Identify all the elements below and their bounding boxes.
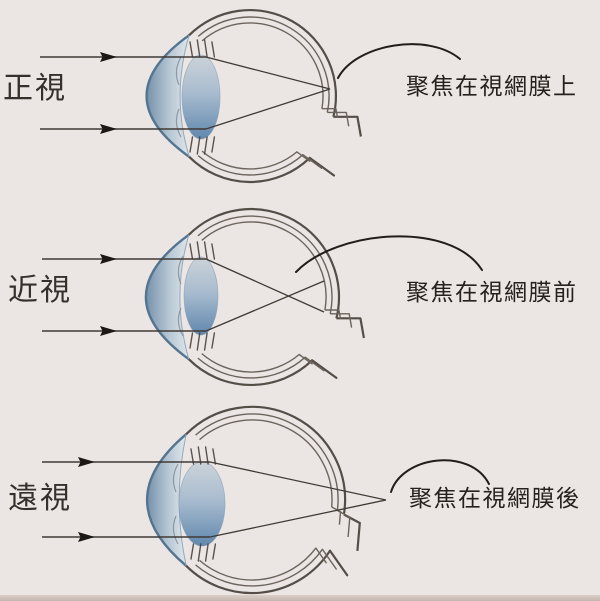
light-rays (42, 254, 325, 336)
panel-emmetropia: 正視 聚焦在視網膜上 (0, 0, 600, 200)
panel-myopia: 近視 聚焦在視網膜前 (0, 200, 600, 400)
crystalline-lens (178, 461, 226, 547)
focus-annotation-curve (337, 43, 461, 79)
condition-label-hyperopia: 遠視 (8, 482, 72, 515)
ray-arrowhead (100, 52, 117, 62)
eye-cross-section-emmetropia (40, 9, 461, 184)
cornea (145, 34, 191, 158)
condition-label-myopia: 近視 (8, 274, 72, 307)
focus-caption-hyperopia: 聚焦在視網膜後 (409, 485, 581, 511)
light-rays (42, 457, 387, 542)
focus-annotation-curve (295, 235, 483, 273)
optic-nerve (315, 506, 361, 577)
cornea (144, 233, 190, 361)
ray-arrowhead (100, 254, 117, 264)
iris-lines (172, 463, 179, 545)
crystalline-lens (183, 256, 219, 336)
ray-arrowhead (100, 124, 117, 134)
crystalline-lens (181, 54, 221, 140)
panel-hyperopia: 遠視 聚焦在視網膜後 (0, 400, 600, 601)
iris-lines (175, 56, 182, 138)
optic-nerve (298, 309, 365, 379)
optic-nerve (296, 108, 362, 177)
condition-label-emmetropia: 正視 (3, 72, 67, 105)
bottom-edge-strip (0, 595, 600, 601)
eye-cross-section-myopia (42, 207, 483, 387)
focus-annotation-curve (390, 459, 490, 493)
focus-caption-emmetropia: 聚焦在視網膜上 (406, 73, 578, 99)
eye-cross-section-hyperopia (42, 405, 490, 595)
ciliary-muscle (190, 446, 217, 562)
sclera-outline (188, 207, 341, 387)
ciliary-muscle (189, 39, 216, 155)
ray-arrowhead (100, 326, 117, 336)
ray-arrowhead (78, 457, 95, 467)
focus-caption-myopia: 聚焦在視網膜前 (406, 279, 578, 305)
light-rays (40, 52, 331, 134)
ciliary-muscle (189, 241, 216, 351)
sclera-outline (185, 405, 347, 595)
ray-arrowhead (78, 532, 95, 542)
sclera-outline (188, 9, 338, 184)
